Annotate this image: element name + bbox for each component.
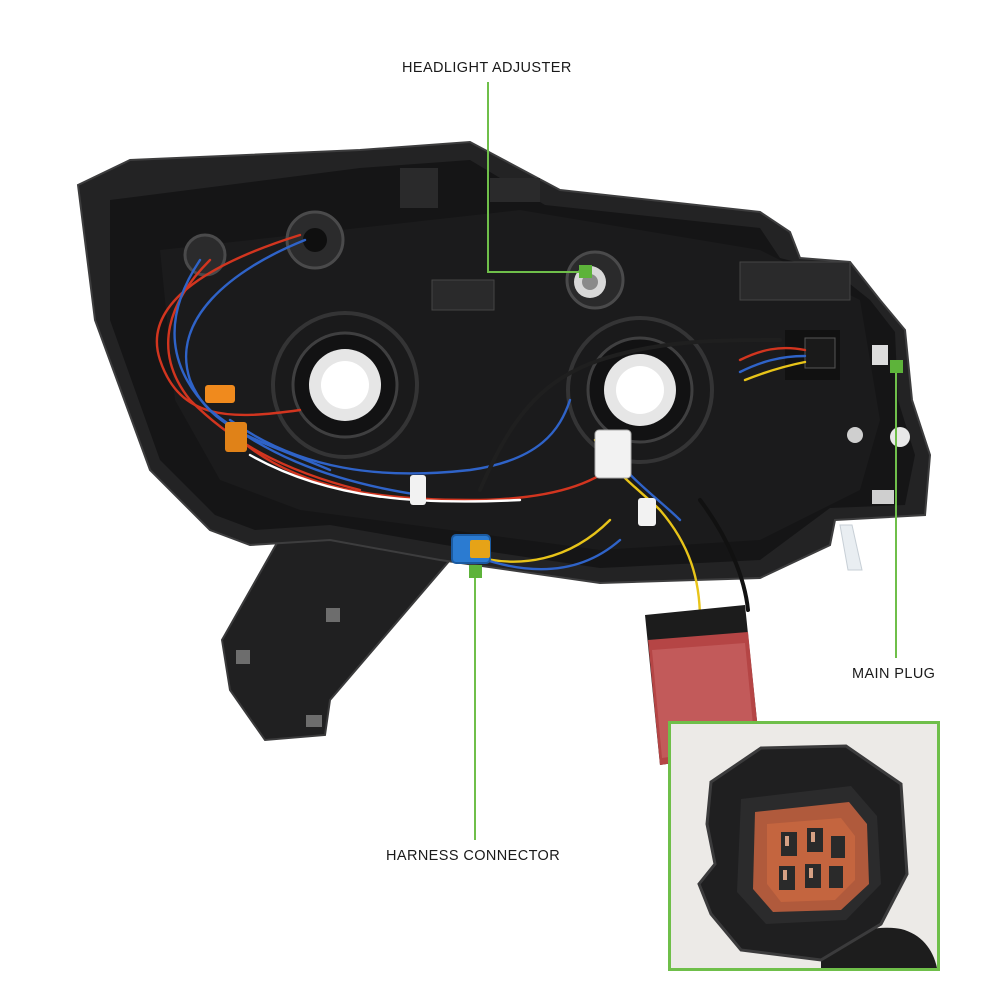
main-plug-closeup-inset	[668, 721, 940, 971]
main-plug-marker	[890, 360, 903, 373]
headlight-adjuster-label: HEADLIGHT ADJUSTER	[402, 60, 572, 76]
harness-connector-marker	[469, 565, 482, 578]
main-plug-label: MAIN PLUG	[852, 666, 936, 682]
adjuster-marker	[579, 265, 592, 278]
connector-closeup-icon	[671, 724, 937, 968]
harness-connector-label: HARNESS CONNECTOR	[386, 848, 561, 864]
